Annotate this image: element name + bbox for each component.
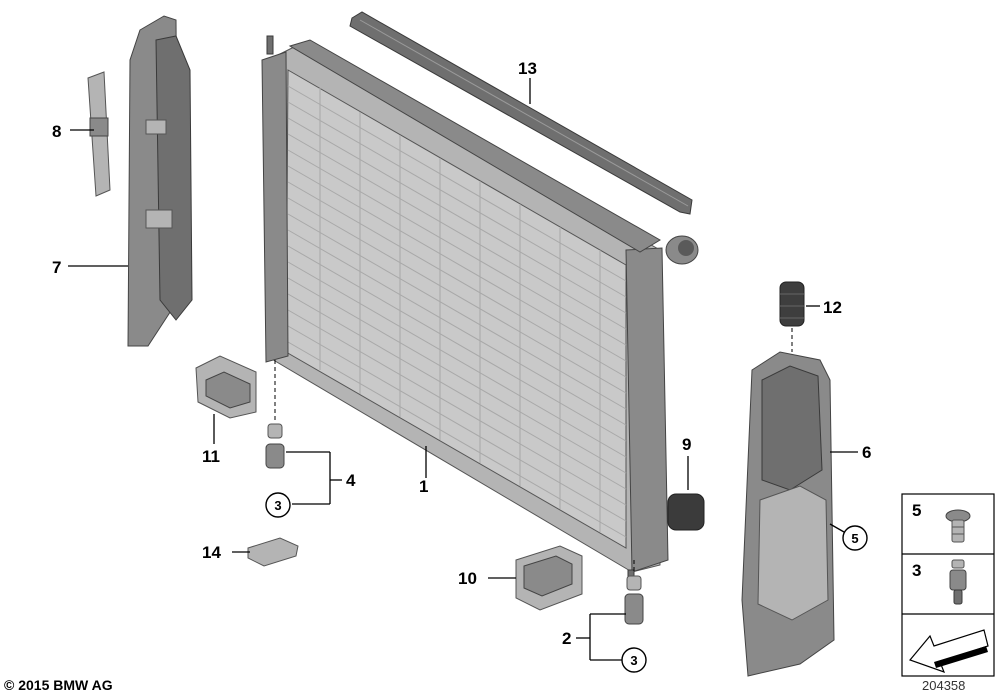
callout-14: 14	[202, 543, 221, 562]
callout-1: 1	[419, 477, 428, 496]
part-1-radiator	[261, 35, 699, 587]
copyright-notice: © 2015 BMW AG	[4, 677, 113, 693]
part-2-grommet-right	[624, 560, 644, 625]
legend-item-3: 3	[912, 559, 967, 605]
circled-ref-5: 5	[842, 525, 868, 551]
part-14-bracket	[247, 537, 299, 567]
callout-6: 6	[862, 443, 871, 462]
callout-2: 2	[562, 629, 571, 648]
circled-ref-3-left: 3	[265, 492, 291, 518]
legend-item-5: 5	[912, 501, 971, 543]
svg-text:3: 3	[274, 498, 281, 513]
part-13-seal-strip	[349, 11, 693, 215]
callout-7: 7	[52, 258, 61, 277]
radiator-core-fins	[287, 85, 627, 538]
callout-11: 11	[202, 447, 220, 466]
part-8-clip	[87, 71, 111, 197]
callout-4: 4	[346, 471, 356, 490]
circled-ref-3-right: 3	[621, 647, 647, 673]
part-9-rubber-mount	[667, 493, 705, 531]
part-4-grommet-left	[265, 360, 285, 469]
svg-text:3: 3	[912, 561, 921, 580]
svg-text:5: 5	[912, 501, 921, 520]
parts-legend: 5 3	[901, 493, 995, 677]
callout-13: 13	[518, 59, 537, 78]
callout-9: 9	[682, 435, 691, 454]
part-6-side-shroud	[741, 351, 835, 677]
svg-text:5: 5	[851, 531, 858, 546]
callout-leaders	[68, 78, 858, 661]
front-direction-arrow-icon	[908, 629, 989, 674]
diagram-number: 204358	[922, 678, 966, 693]
part-12-cap	[779, 281, 805, 352]
svg-text:3: 3	[630, 653, 637, 668]
part-7-air-duct	[127, 15, 193, 347]
part-10-bracket	[515, 545, 583, 611]
callout-10: 10	[458, 569, 477, 588]
callout-8: 8	[52, 122, 61, 141]
part-11-bracket	[195, 355, 257, 419]
callout-12: 12	[823, 298, 842, 317]
